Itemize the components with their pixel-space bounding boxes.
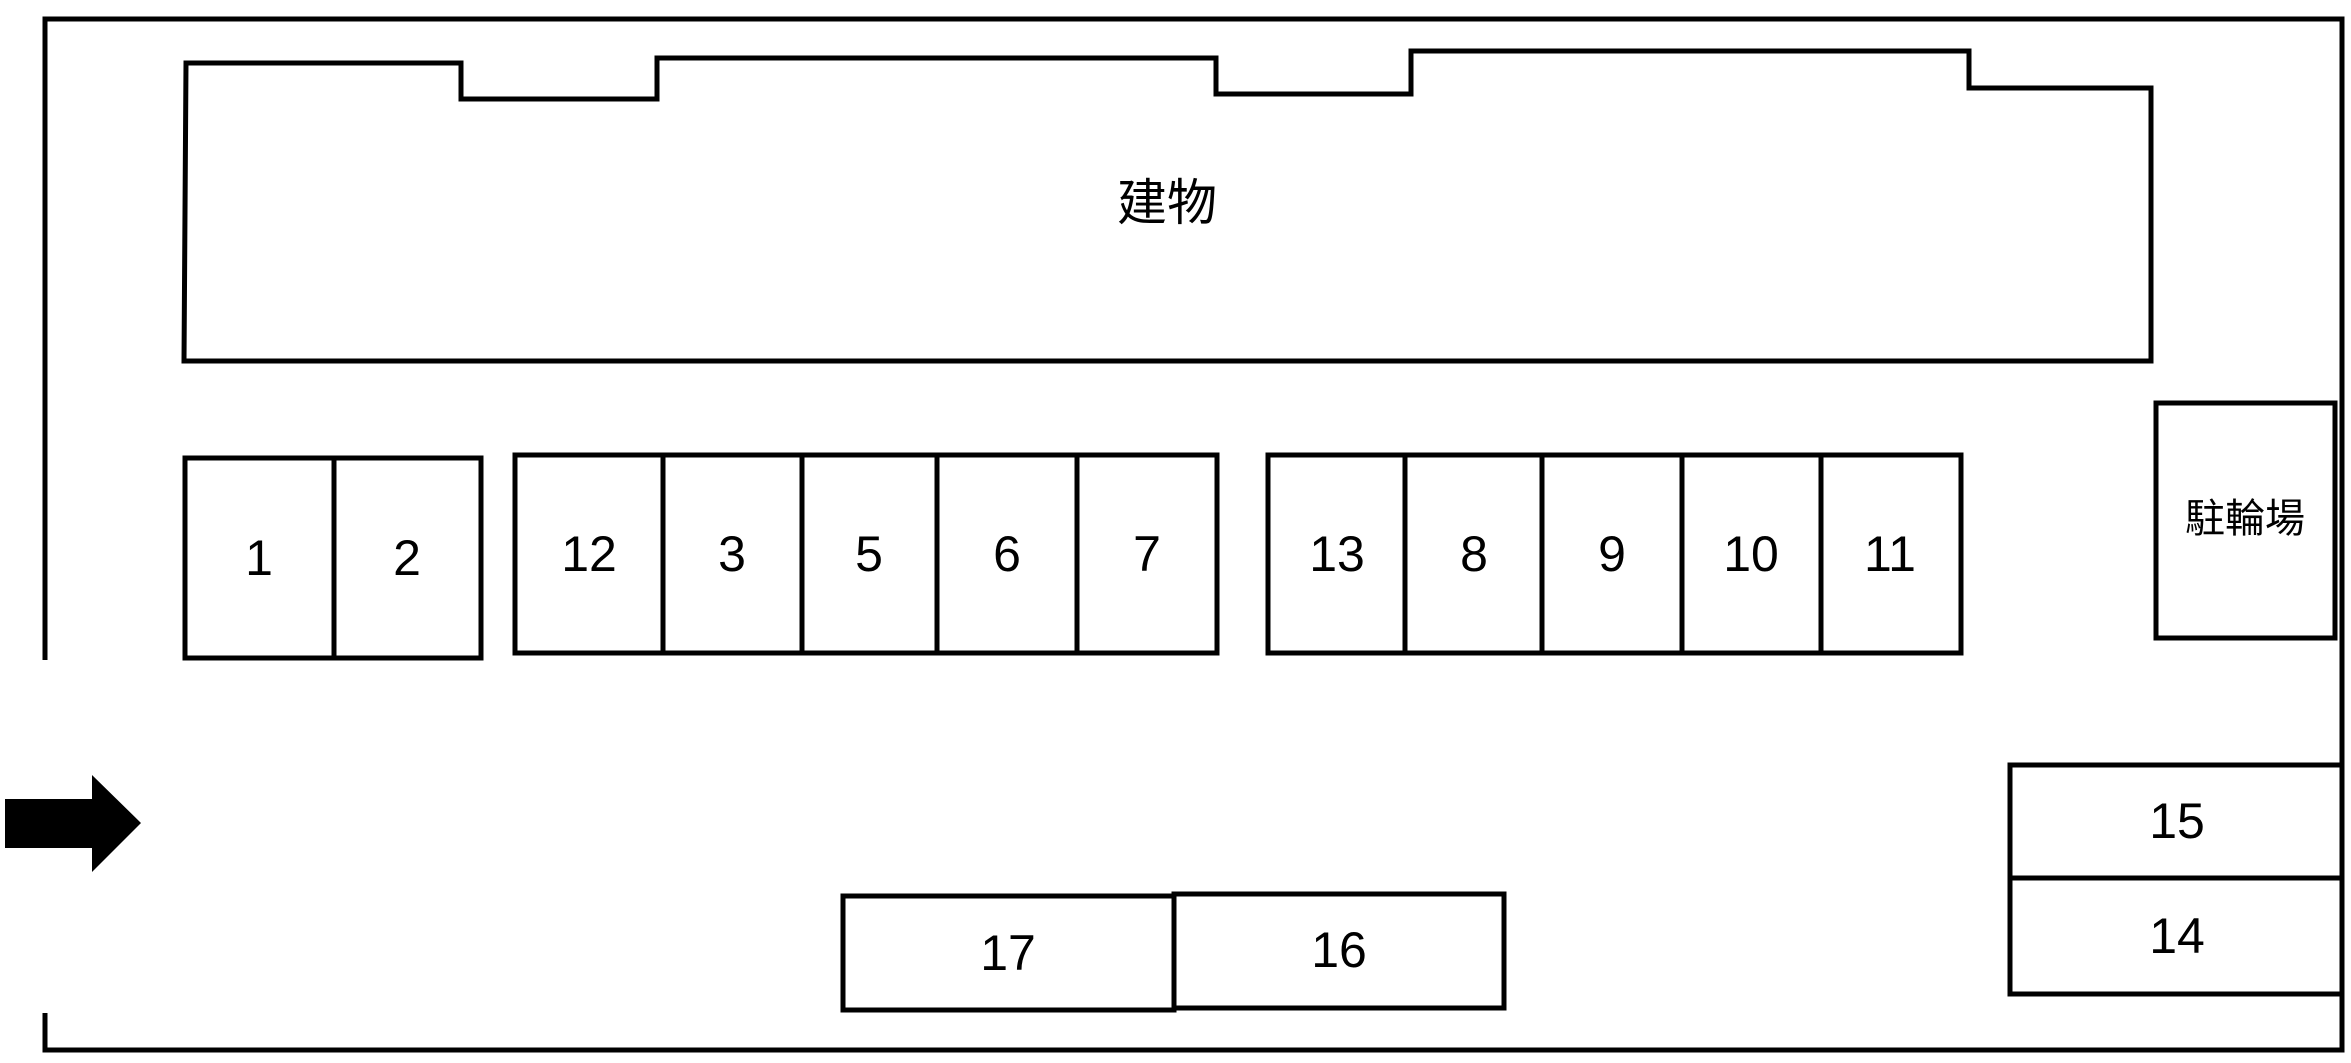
bike-parking-outline: [2153, 400, 2338, 641]
parking-space-16[interactable]: 16: [1171, 891, 1507, 1011]
parking-space-6[interactable]: 6: [934, 452, 1080, 656]
parking-space-14[interactable]: 14: [2007, 875, 2345, 997]
svg-text:7: 7: [1133, 526, 1161, 582]
svg-text:17: 17: [980, 925, 1036, 981]
svg-text:16: 16: [1311, 922, 1367, 978]
parking-space-17[interactable]: 17: [840, 893, 1177, 1013]
lot-wall-upper: [42, 16, 2345, 1053]
svg-text:9: 9: [1598, 526, 1626, 582]
svg-text:3: 3: [718, 526, 746, 582]
parking-group-a: 1 2: [182, 455, 484, 661]
parking-group-e: 17 16: [840, 891, 1507, 1013]
parking-space-2[interactable]: 2: [331, 455, 484, 661]
parking-space-13[interactable]: 13: [1265, 452, 1408, 656]
parking-group-d: 15 14: [2007, 762, 2345, 997]
parking-space-11[interactable]: 11: [1818, 452, 1964, 656]
parking-space-5[interactable]: 5: [799, 452, 940, 656]
svg-text:10: 10: [1723, 526, 1779, 582]
parking-group-c: 13 8 9 10 11: [1265, 452, 1964, 656]
svg-text:2: 2: [393, 530, 421, 586]
bike-parking: 駐輪場: [2153, 400, 2338, 641]
entrance-arrow-icon: [5, 775, 141, 872]
svg-text:1: 1: [245, 530, 273, 586]
svg-text:12: 12: [561, 526, 617, 582]
parking-space-12[interactable]: 12: [512, 452, 666, 656]
parking-space-3[interactable]: 3: [660, 452, 805, 656]
svg-text:13: 13: [1309, 526, 1365, 582]
parking-space-8[interactable]: 8: [1402, 452, 1545, 656]
svg-text:6: 6: [993, 526, 1021, 582]
parking-space-10[interactable]: 10: [1679, 452, 1824, 656]
parking-space-7[interactable]: 7: [1074, 452, 1220, 656]
building: 建物: [181, 48, 2154, 364]
svg-text:15: 15: [2149, 793, 2205, 849]
svg-text:11: 11: [1864, 526, 1916, 582]
building-label: 建物: [1117, 174, 1217, 232]
svg-text:5: 5: [855, 526, 883, 582]
svg-text:8: 8: [1460, 526, 1488, 582]
parking-space-9[interactable]: 9: [1539, 452, 1685, 656]
parking-group-b: 12 3 5 6 7: [512, 452, 1220, 656]
parking-space-1[interactable]: 1: [182, 455, 337, 661]
building-outline: [181, 48, 2154, 364]
lot-boundary: [42, 16, 2345, 1053]
svg-text:14: 14: [2149, 908, 2205, 964]
parking-space-15[interactable]: 15: [2007, 762, 2345, 881]
bike-parking-label: 駐輪場: [2185, 496, 2305, 542]
